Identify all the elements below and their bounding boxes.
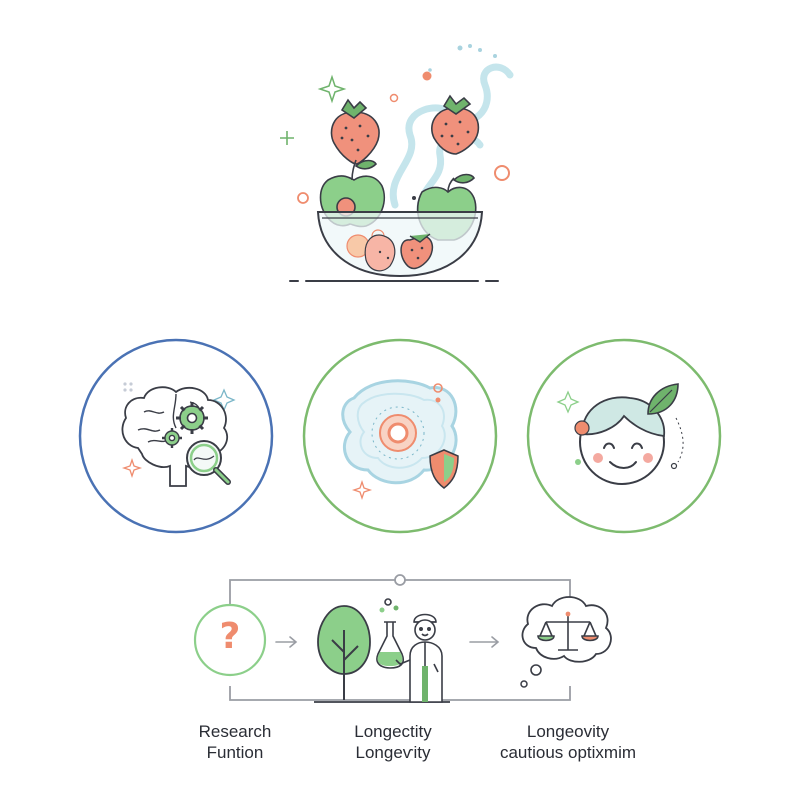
strawberry-icon [431, 94, 480, 155]
tree-scientist-flask-icon [314, 598, 450, 703]
scientist-icon [395, 613, 443, 703]
arrow-icon [275, 636, 500, 648]
tree-icon [317, 605, 371, 700]
face-circle [526, 338, 722, 534]
gear-icon [176, 402, 208, 434]
flow-label-1-line2: Funtion [206, 743, 264, 762]
cell-circle [302, 338, 498, 534]
hair [581, 396, 665, 437]
fruit-bowl-icon [280, 44, 514, 282]
scales-icon [537, 611, 599, 651]
flow-connectors [229, 574, 571, 701]
sparkle-icon [317, 74, 347, 104]
magnifier-icon [186, 440, 231, 485]
flow-label-3: Longeovity cautious optixmim [478, 721, 658, 763]
flow-label-2: Longectity Longeѵity [318, 721, 468, 763]
brain-circle [78, 338, 274, 534]
brain-gears-magnifier-icon [121, 382, 236, 487]
flow-label-2-line1: Longectity [354, 722, 432, 741]
question-mark-icon [193, 603, 267, 677]
flow-label-1: Research Funtion [170, 721, 300, 763]
flow-label-1-line1: Research [198, 722, 272, 741]
strawberry-icon [330, 98, 380, 165]
flow-label-2-line2: Longeѵity [355, 743, 431, 762]
flow-label-3-line1: Longeovity [526, 722, 610, 741]
flow-label-3-line2: cautious optixmim [499, 743, 637, 762]
plus-icon [280, 131, 294, 145]
thought-bubble-scales-icon [520, 596, 612, 688]
question-glyph: ? [219, 616, 241, 657]
gear-icon [162, 428, 182, 448]
smiling-face-leaf-icon [556, 383, 684, 485]
thought-bubble [521, 596, 612, 663]
flask-icon [376, 598, 405, 669]
cell-shield-icon [341, 379, 459, 501]
bowl-icon [316, 211, 484, 278]
